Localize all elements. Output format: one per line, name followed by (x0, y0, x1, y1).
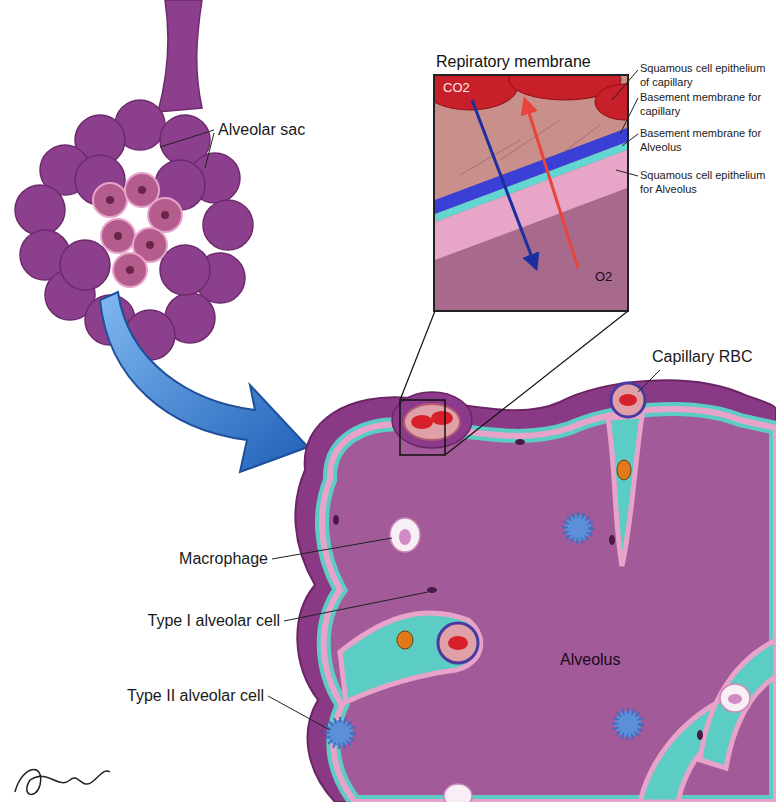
inset-heading: Repiratory membrane (436, 52, 591, 71)
part-label: Alveolus (560, 650, 620, 670)
alveolar-sac (15, 0, 253, 360)
layer-label: Squamous cell epithelium of capillary (640, 62, 772, 90)
layer-label: Basement membrane for Alveolus (640, 127, 772, 155)
part-label: Macrophage (179, 549, 268, 569)
part-label: Type II alveolar cell (127, 686, 264, 706)
layer-label: Squamous cell epithelium for Alveolus (640, 169, 772, 197)
leader-lines (160, 70, 660, 730)
alveolus-body (295, 311, 776, 802)
part-label: Capillary RBC (652, 347, 752, 367)
gas-label: O2 (595, 269, 612, 285)
part-label: Type I alveolar cell (147, 611, 280, 631)
zoom-arrow (100, 292, 308, 472)
signature (15, 770, 110, 795)
gas-label: CO2 (443, 80, 470, 96)
membrane-inset (435, 76, 627, 310)
layer-label: Basement membrane for capillary (640, 91, 772, 119)
part-label: Alveolar sac (218, 120, 305, 140)
inset-box: Repiratory membraneCO2O2 (433, 74, 629, 312)
